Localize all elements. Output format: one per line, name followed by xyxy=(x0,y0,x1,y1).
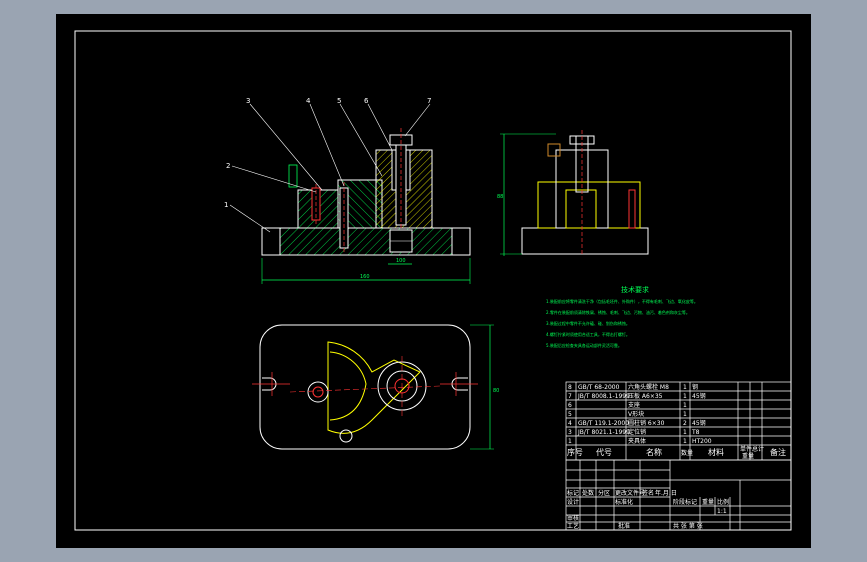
parts-list-rows: 8 GB/T 68-2000 六角头螺栓 M8 1 钢 7 JB/T 8008.… xyxy=(568,383,712,445)
header-code: 代号 xyxy=(596,447,612,457)
tb-date: 年.月.日 xyxy=(655,489,677,497)
tb-approve: 批准 xyxy=(618,522,630,530)
tech-requirements-title: 技术要求 xyxy=(621,285,649,294)
dimension-front-width: 160 xyxy=(360,274,370,280)
dimension-front-depth: 100 xyxy=(396,258,406,264)
tb-change-doc: 更改文件号 xyxy=(615,489,645,497)
tb-zone: 分区 xyxy=(598,489,610,497)
tech-requirement-line: 1.装配前应将零件清洗干净（包括毛坯件、外购件），不得有毛刺、飞边、氧化皮等。 xyxy=(546,298,698,304)
leader-label: 1 xyxy=(224,201,228,209)
part-name: 圆柱销 6×30 xyxy=(628,419,665,427)
dimension-side-height: 88 xyxy=(497,194,503,200)
drawing-frame xyxy=(74,30,792,531)
part-qty: 1 xyxy=(683,438,687,445)
part-name: 六角头螺栓 M8 xyxy=(628,383,669,391)
tech-requirement-line: 5.装配后应检查夹具各运动部件灵活可靠。 xyxy=(546,342,622,348)
plan-view xyxy=(252,324,494,450)
leader-label: 7 xyxy=(427,97,431,105)
leader-label: 3 xyxy=(246,97,250,105)
part-no: 8 xyxy=(568,384,572,391)
dimension-plan-height: 80 xyxy=(493,388,499,394)
part-qty: 1 xyxy=(683,402,687,409)
part-qty: 1 xyxy=(683,384,687,391)
leader-label: 4 xyxy=(306,97,311,105)
part-material: T8 xyxy=(691,429,700,436)
part-name: 压板 A6×35 xyxy=(628,392,663,400)
part-qty: 1 xyxy=(683,429,687,436)
tb-designer: 设计 xyxy=(567,498,579,506)
part-no: 1 xyxy=(568,438,572,445)
part-no: 3 xyxy=(568,429,572,436)
tb-standardization: 标准化 xyxy=(615,498,633,506)
part-qty: 2 xyxy=(683,420,687,427)
part-qty: 1 xyxy=(683,393,687,400)
tb-stage-mark: 阶段标记 xyxy=(673,498,697,506)
header-weight: 重量 xyxy=(742,452,754,460)
header-unit-weight: 单件 xyxy=(740,445,752,453)
side-view xyxy=(500,130,649,256)
part-material: 45钢 xyxy=(692,419,706,427)
header-remark: 备注 xyxy=(770,447,786,457)
part-material: 钢 xyxy=(692,383,698,391)
header-total-weight: 总计 xyxy=(752,445,764,453)
tb-scale: 比例 xyxy=(717,498,729,506)
part-material: HT200 xyxy=(692,438,712,445)
part-no: 5 xyxy=(568,411,572,418)
tb-process: 工艺 xyxy=(567,522,579,530)
drawing-sheet xyxy=(56,14,811,548)
leader-label: 6 xyxy=(364,97,369,105)
part-code: GB/T 68-2000 xyxy=(578,384,620,391)
part-material: 45钢 xyxy=(692,392,706,400)
tb-mark: 标记 xyxy=(567,489,579,497)
header-qty: 数量 xyxy=(681,449,693,457)
part-code: JB/T 8021.1-1999 xyxy=(577,429,630,436)
part-name: 夹具体 xyxy=(628,437,646,445)
part-name: 支座 xyxy=(628,401,640,409)
header-no: 序号 xyxy=(567,447,583,457)
tb-weight: 重量 xyxy=(702,498,714,506)
tech-requirement-line: 4.螺钉拧紧时须使用合适工具，不得击打螺钉。 xyxy=(546,331,630,337)
tech-requirement-line: 3.装配过程中零件不允许磕、碰、划伤和锈蚀。 xyxy=(546,320,630,326)
leader-label: 2 xyxy=(226,162,230,170)
header-material: 材料 xyxy=(708,447,724,457)
part-no: 7 xyxy=(568,393,572,400)
tb-sheet: 共 张 第 张 xyxy=(673,522,703,530)
title-block xyxy=(565,459,792,531)
part-name: V形块 xyxy=(628,410,644,418)
tb-scale-value: 1:1 xyxy=(717,508,727,515)
header-name: 名称 xyxy=(646,447,662,457)
tb-review: 审核 xyxy=(567,514,579,522)
part-code: GB/T 119.1-2000 xyxy=(578,420,629,427)
part-code: JB/T 8008.1-1999 xyxy=(577,393,630,400)
tb-signature: 签名 xyxy=(642,489,654,497)
part-name: 定位销 xyxy=(628,428,646,436)
part-no: 4 xyxy=(568,420,572,427)
tb-count: 处数 xyxy=(582,489,594,497)
part-qty: 1 xyxy=(683,411,687,418)
parts-list xyxy=(565,381,792,461)
tech-requirement-line: 2.零件在装配前须清除铁屑、锈蚀、毛刺、飞边、污物、油污、着色剂和灰尘等。 xyxy=(546,309,690,315)
front-view xyxy=(229,103,471,284)
leader-label: 5 xyxy=(337,97,341,105)
part-no: 6 xyxy=(568,402,572,409)
